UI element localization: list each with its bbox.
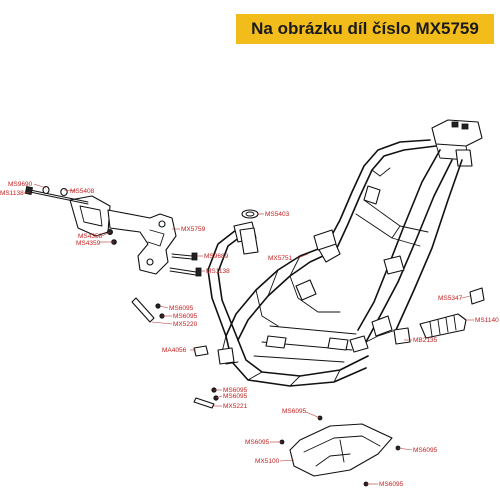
label-ms5347: MS5347: [438, 295, 463, 302]
label-ms4359: MS4359: [76, 240, 101, 247]
leader-lines: [23, 183, 474, 485]
label-mx5100: MX5100: [255, 458, 280, 465]
label-ms6095-c: MS6095: [223, 387, 248, 394]
label-mx5220: MX5220: [173, 321, 198, 328]
label-ms6095-g: MS6095: [413, 447, 438, 454]
label-ms4358: MS4358: [78, 233, 103, 240]
label-ms9689: MS9689: [204, 253, 229, 260]
label-ms1138-b: MS1138: [206, 268, 230, 275]
label-ma4056: MA4056: [162, 347, 187, 354]
label-ms1140: MS1140: [475, 317, 499, 324]
label-mx5759: MX5759: [181, 226, 206, 233]
label-ms6095-e: MS6095: [282, 408, 307, 415]
label-ms6095-b: MS6095: [173, 313, 198, 320]
label-ms6095-f: MS6095: [245, 439, 270, 446]
label-ms6095-h: MS6095: [379, 481, 404, 488]
label-mx5751: MX5751: [268, 255, 293, 262]
label-ms9690: MS9690: [8, 181, 33, 188]
label-ms6095-a: MS6095: [169, 305, 194, 312]
label-ms1138-a: MS1138: [0, 190, 24, 197]
part-number-banner: Na obrázku díl číslo MX5759: [236, 14, 494, 44]
label-ms5403: MS5403: [265, 211, 290, 218]
label-mb2135: MB2135: [413, 337, 438, 344]
label-ms6095-d: MS6095: [223, 393, 248, 400]
label-mx5221: MX5221: [223, 403, 248, 410]
side-bracket-mx5759: [24, 185, 177, 275]
main-frame-mx5751: [207, 119, 483, 387]
small-parts: [131, 209, 485, 487]
part-labels: MS9690 MS5408 MS1138 MS4358 MS4359 MX575…: [0, 181, 499, 488]
label-ms5408: MS5408: [70, 188, 95, 195]
